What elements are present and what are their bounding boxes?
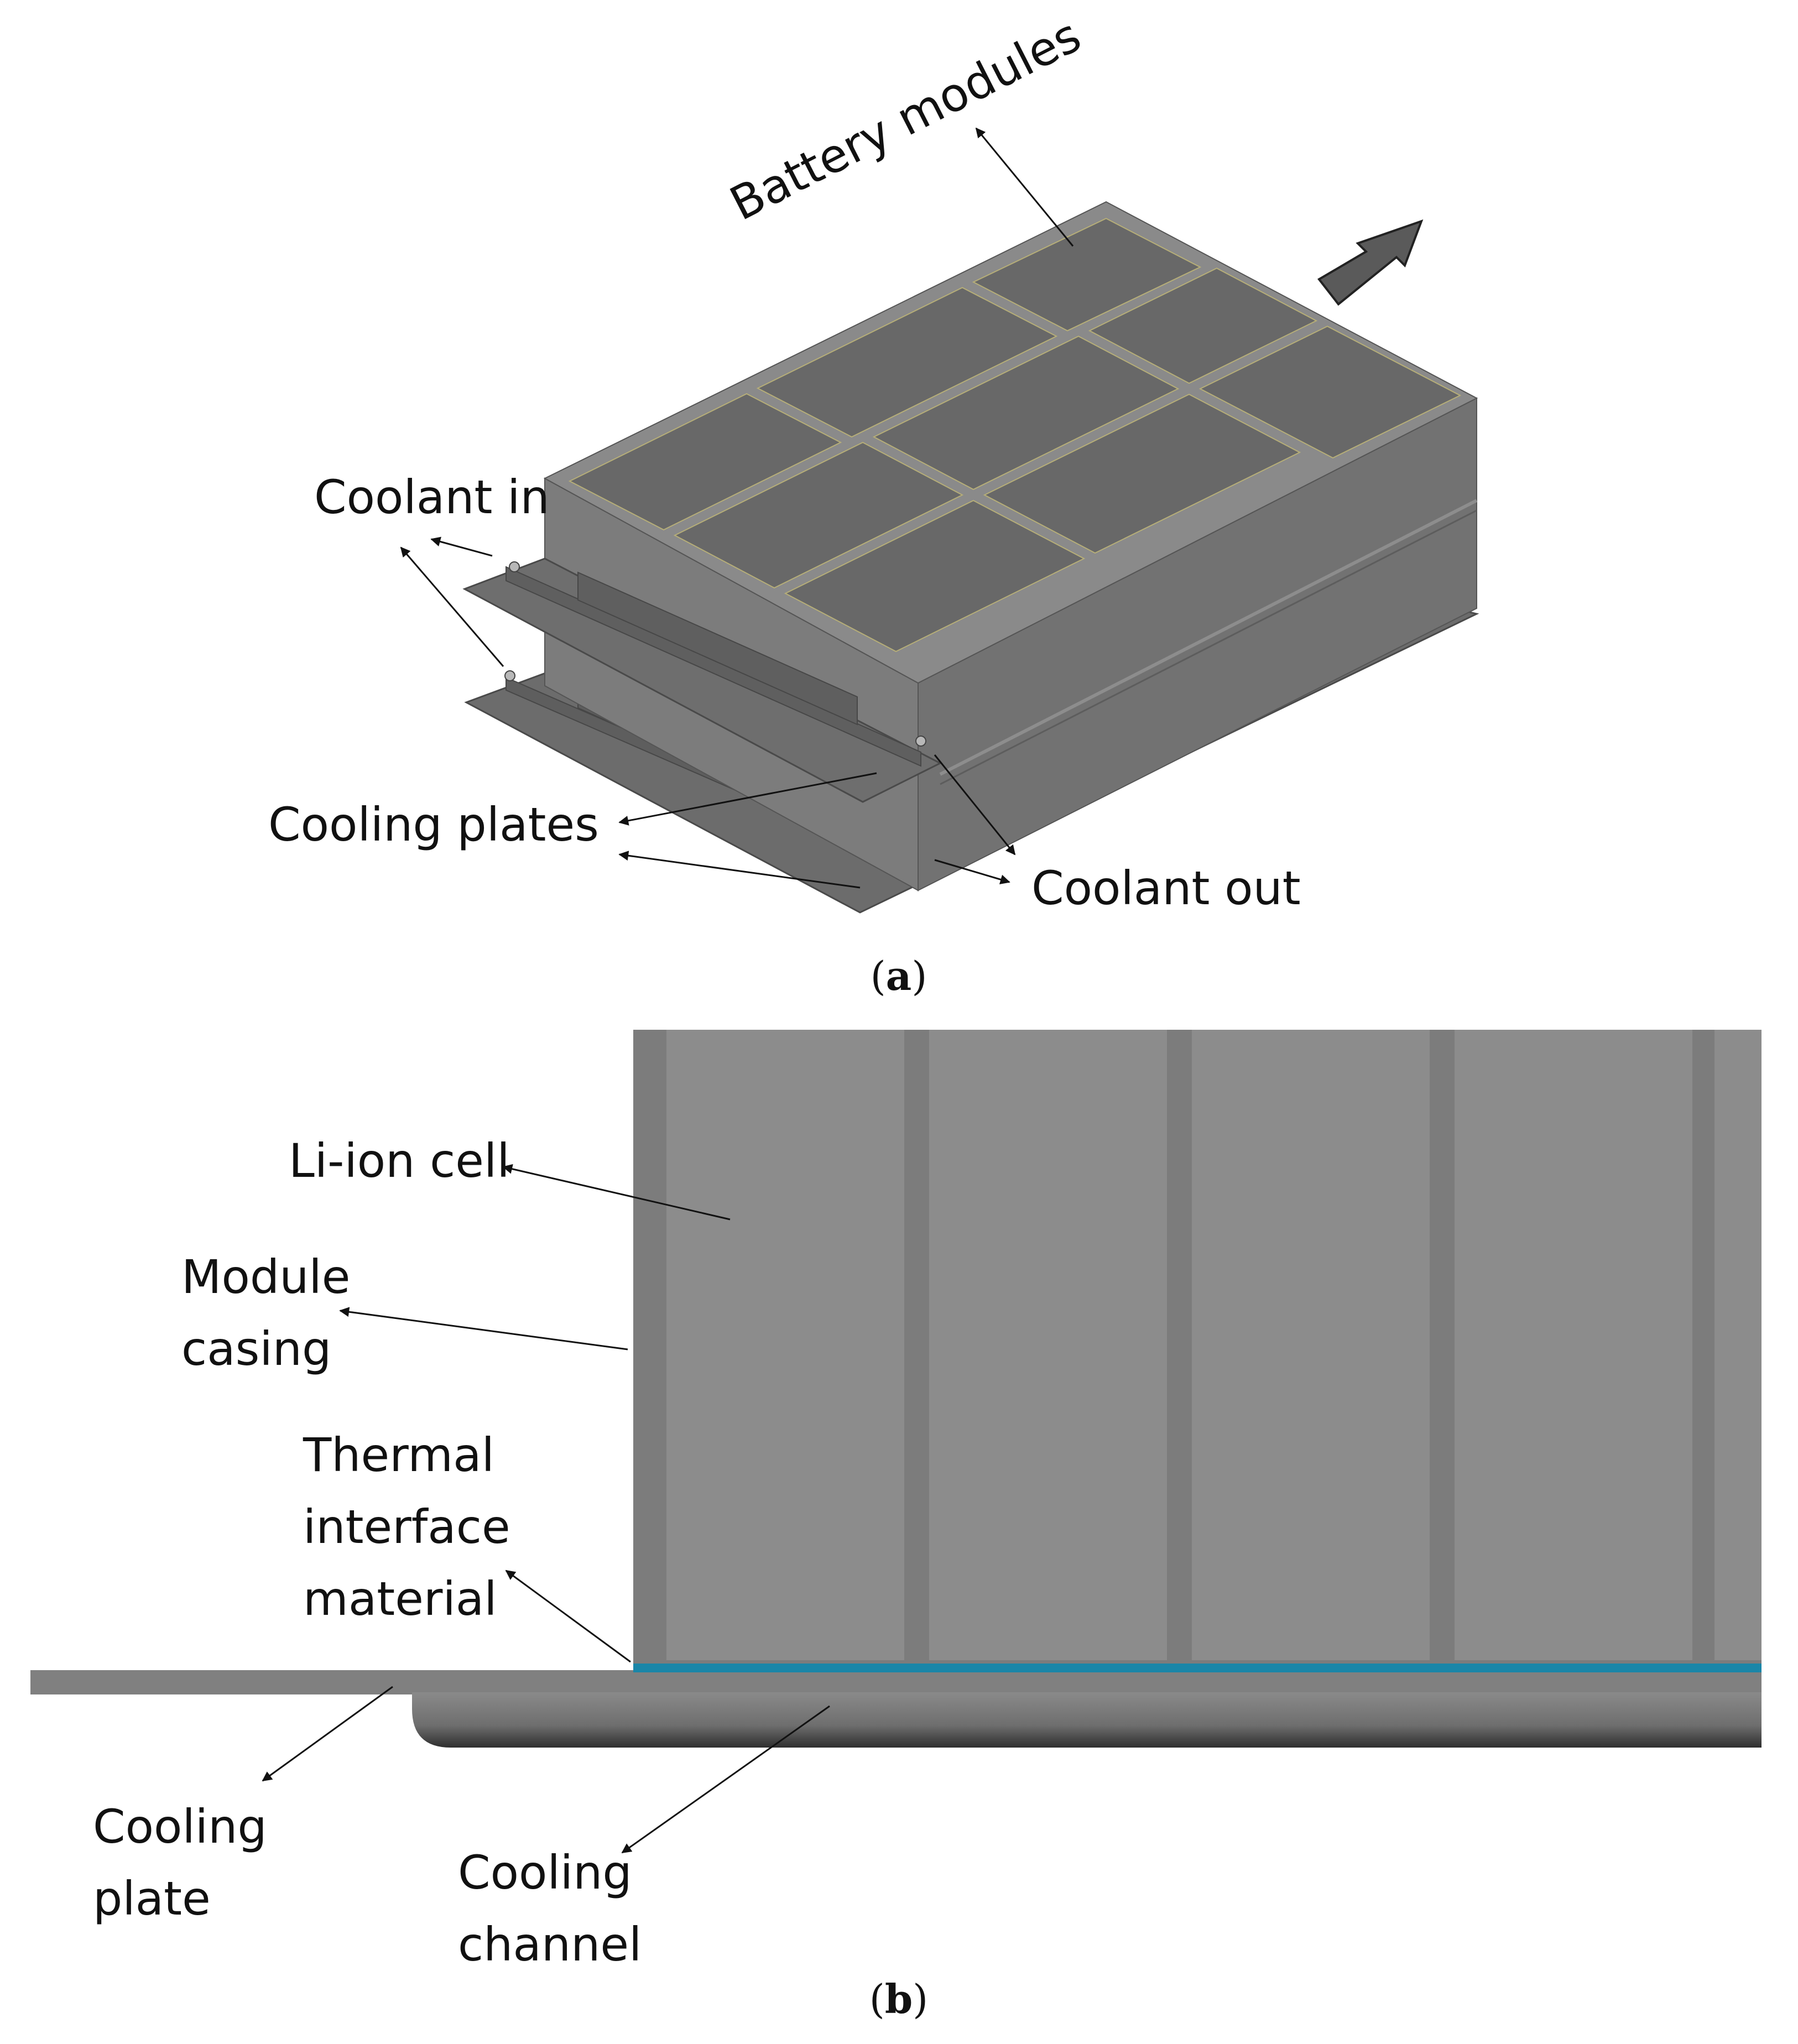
pack-right-seam-2: [940, 509, 1477, 785]
battery-module: [568, 393, 842, 531]
battery-module: [784, 499, 1086, 653]
leader-li-ion-cell: [502, 1164, 731, 1221]
label-cooling-plate-line2: plate: [93, 1871, 211, 1926]
thermal-interface-material: [633, 1664, 1761, 1672]
leader-coolant-out-upper: [934, 754, 1016, 856]
caption-b: (b): [869, 1975, 929, 2022]
label-coolant-in: Coolant in: [314, 470, 550, 524]
lower-inlet-port: [504, 670, 515, 681]
caption-a: (a): [871, 952, 927, 999]
li-ion-cell: [1192, 1030, 1430, 1660]
upper-inlet-port: [509, 561, 520, 572]
battery-module: [983, 393, 1301, 554]
battery-module: [972, 217, 1202, 332]
label-cooling-plates: Cooling plates: [268, 797, 599, 852]
leader-coolant-out-lower: [934, 859, 1010, 885]
li-ion-cell: [666, 1030, 904, 1660]
li-ion-cell: [1714, 1030, 1761, 1660]
leader-cooling-plate: [262, 1686, 393, 1782]
label-li-ion-cell: Li-ion cell: [289, 1134, 510, 1188]
cooling-plate: [30, 1670, 1761, 1694]
label-module-casing-line2: casing: [181, 1322, 331, 1376]
pack-right-seam: [939, 499, 1478, 776]
battery-module: [673, 441, 964, 589]
flow-direction-arrow: [1317, 219, 1424, 306]
leader-battery-modules: [975, 127, 1074, 247]
leader-coolant-in-upper: [430, 536, 493, 557]
battery-module: [1088, 267, 1318, 384]
leader-coolant-in-lower: [400, 546, 504, 667]
battery-module: [756, 286, 1058, 438]
label-cooling-plate-line1: Cooling: [93, 1800, 267, 1854]
upper-outlet-port: [915, 736, 926, 747]
leader-cooling-plates-lower: [618, 851, 861, 889]
battery-module-grid: [568, 217, 1462, 653]
label-tim-line1: Thermal: [303, 1428, 494, 1482]
panel-b: Li-ion cell Module casing Thermal interf…: [30, 1030, 1761, 2022]
leader-cooling-channel: [621, 1705, 830, 1854]
battery-module: [872, 335, 1180, 491]
leader-cooling-plates-upper: [618, 772, 877, 826]
panel-a: Battery modules Coolant in Cooling plate…: [268, 8, 1479, 999]
label-module-casing-line1: Module: [181, 1250, 350, 1304]
label-coolant-out: Coolant out: [1031, 861, 1301, 915]
li-ion-cell: [1455, 1030, 1692, 1660]
li-ion-cell: [929, 1030, 1167, 1660]
leader-thermal-interface: [505, 1569, 631, 1663]
cooling-channel: [412, 1692, 1761, 1748]
upper-plate-channel-2: [577, 571, 858, 726]
leader-module-casing: [339, 1307, 628, 1350]
label-cooling-channel-line1: Cooling: [458, 1845, 632, 1900]
label-cooling-channel-line2: channel: [458, 1917, 642, 1972]
label-tim-line2: interface: [303, 1500, 510, 1554]
label-tim-line3: material: [303, 1572, 497, 1626]
battery-module: [1198, 325, 1462, 459]
